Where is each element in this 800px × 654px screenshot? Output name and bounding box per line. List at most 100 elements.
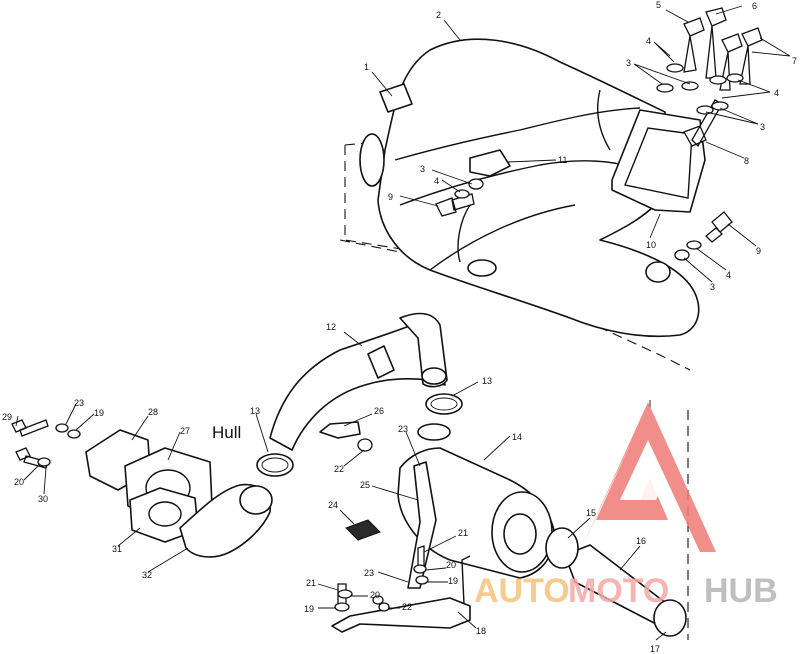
callout-29: 29 <box>2 412 12 422</box>
washer-3-left <box>468 178 484 190</box>
leader-7 <box>751 37 791 57</box>
callout-1: 1 <box>364 62 369 72</box>
leader-3-top <box>633 63 691 85</box>
callout-26: 26 <box>374 406 384 416</box>
callout-23-lower: 23 <box>364 568 374 578</box>
callout-30: 30 <box>38 494 48 504</box>
leader-23-upper <box>405 431 421 467</box>
leader-22-upper <box>343 449 365 467</box>
callout-20-far-left: 20 <box>14 477 24 487</box>
bolt-5 <box>683 17 705 73</box>
washer-4-lower-right <box>686 240 702 250</box>
callout-22-upper: 22 <box>334 464 344 474</box>
leader-14 <box>483 435 511 461</box>
bolt-7a <box>719 33 743 91</box>
callout-9-right: 9 <box>756 246 761 256</box>
leader-3-lower <box>683 257 713 283</box>
leader-29 <box>15 415 19 427</box>
leader-13-left <box>255 413 269 453</box>
bolt-7b <box>739 27 763 85</box>
leader-13-right <box>451 381 479 397</box>
leader-17 <box>655 631 667 641</box>
pipe-contour-b <box>399 160 641 206</box>
bolt-29 <box>11 419 49 437</box>
nut-19-left <box>334 602 350 612</box>
pipe-contour-c <box>429 204 576 271</box>
leader-10 <box>649 213 661 239</box>
bolt-9-right <box>705 211 733 243</box>
pipe-bracket <box>469 149 511 177</box>
watermark-logo-inner <box>622 446 664 500</box>
exhaust-hose-group <box>269 312 448 451</box>
clamp-17 <box>653 599 687 637</box>
callout-7: 7 <box>792 56 797 66</box>
callout-21-right: 21 <box>458 528 468 538</box>
watermark-brand-hub: HUB <box>704 572 778 610</box>
callout-22-lower: 22 <box>402 602 412 612</box>
hose-clamp-mid <box>367 345 395 379</box>
hose-clamp-13-right-inner <box>430 397 458 411</box>
leader-25 <box>371 485 419 501</box>
leader-21-right <box>423 535 457 553</box>
callout-24: 24 <box>328 500 338 510</box>
washer-3-right-b <box>696 105 714 115</box>
leader-23-lower <box>377 571 409 583</box>
callout-20-left: 20 <box>370 590 380 600</box>
leader-9-right <box>727 223 757 247</box>
callout-4-left: 4 <box>434 176 439 186</box>
washer-3-top-b <box>681 81 699 91</box>
lower-fasteners-group <box>334 545 429 612</box>
callout-2: 2 <box>436 10 441 20</box>
callout-19-right: 19 <box>448 576 458 586</box>
leader-27 <box>167 431 181 461</box>
leader-31 <box>117 527 141 547</box>
elbow-32-port <box>239 485 273 515</box>
grommet-22-lower <box>378 602 390 612</box>
leader-8 <box>705 141 745 159</box>
callout-16: 16 <box>636 536 646 546</box>
exhaust-pipe-body <box>377 38 700 338</box>
washer-4-left <box>454 189 470 199</box>
leader-16 <box>619 545 641 571</box>
callout-8: 8 <box>744 156 749 166</box>
hull-label: Hull <box>212 423 241 442</box>
callout-25: 25 <box>360 480 370 490</box>
leader-4-lower <box>695 247 727 271</box>
callout-10: 10 <box>646 240 656 250</box>
grommet-22-upper <box>357 438 373 452</box>
leader-11 <box>507 159 557 163</box>
callout-9-left: 9 <box>388 192 393 202</box>
leader-19-far-left <box>75 413 95 431</box>
callout-23-far-left: 23 <box>74 398 84 408</box>
exhaust-manifold-group <box>339 38 706 371</box>
callout-4-right: 4 <box>774 88 779 98</box>
leader-4-top <box>653 41 675 63</box>
muffler-ring <box>417 423 451 441</box>
callout-14: 14 <box>512 432 522 442</box>
muffler-strap <box>407 461 437 589</box>
bracket-rod <box>461 555 471 605</box>
leader-20-right <box>425 567 447 571</box>
leader-4-right <box>721 79 771 99</box>
callout-3-right: 3 <box>760 122 765 132</box>
washer-4-top-b <box>709 75 727 85</box>
pipe-port <box>467 259 497 277</box>
flange-31-bore <box>148 501 182 527</box>
clip-20-lower <box>372 595 384 605</box>
washer-20-right <box>413 564 427 574</box>
nut-19-far-left <box>67 429 81 439</box>
leader-9-left <box>399 195 439 207</box>
pipe-contour-e <box>457 204 471 263</box>
washer-3-top-a <box>656 83 674 93</box>
washer-4-top-a <box>666 63 684 73</box>
pipe-left-end <box>359 133 385 187</box>
leader-32 <box>147 547 189 573</box>
leader-21-left <box>317 583 339 591</box>
leader-4-left <box>441 179 461 193</box>
watermark-brand-auto: AUTO <box>474 572 570 610</box>
muffler-outlet <box>503 513 537 555</box>
leader-6 <box>715 5 743 15</box>
leader-18 <box>457 611 477 629</box>
